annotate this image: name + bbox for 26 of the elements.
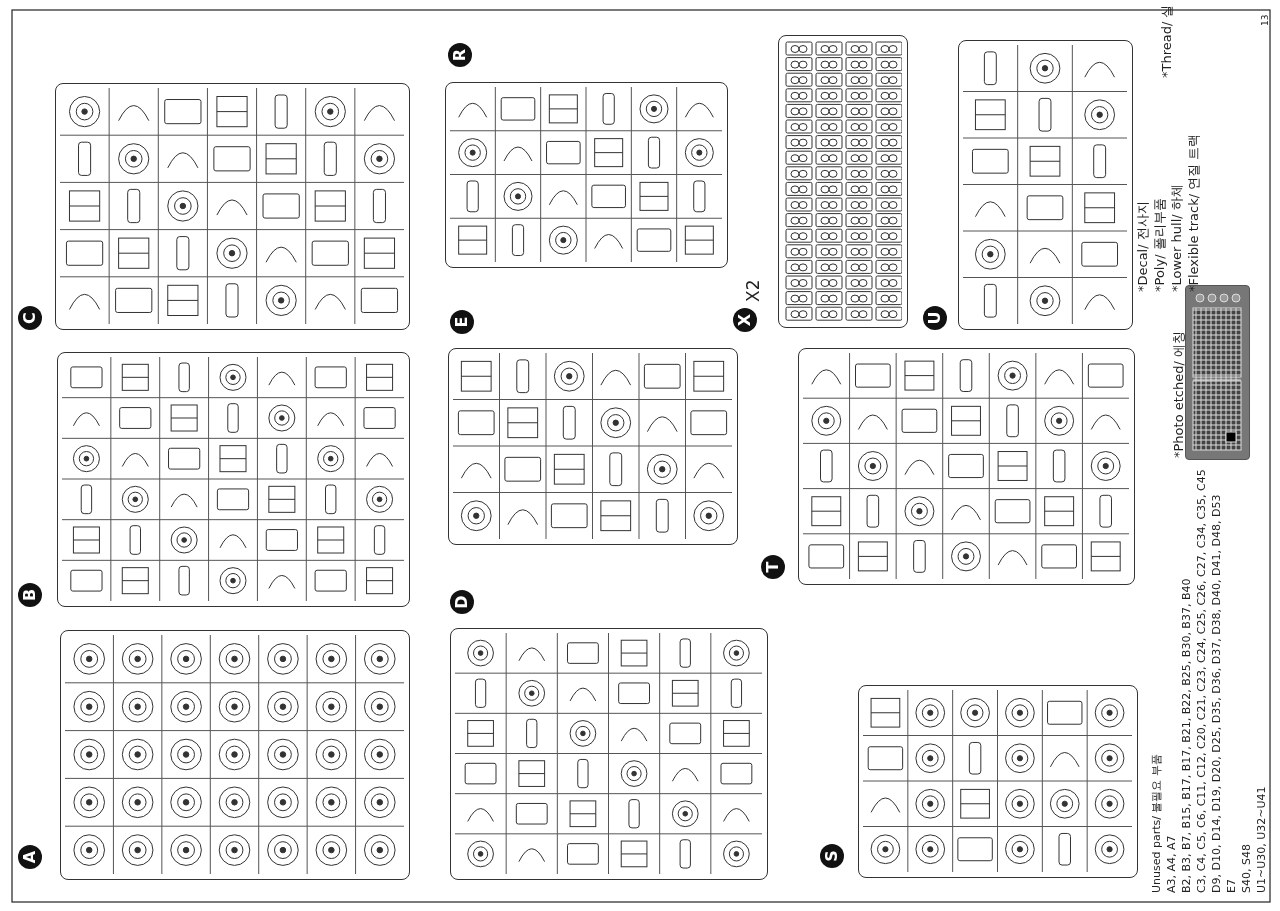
- unused-parts-list: U1~U30, U32~U41: [1255, 786, 1269, 893]
- unused-parts-heading: Unused parts/ 불필요 부품: [1150, 754, 1164, 893]
- part-note: *Poly/ 폴리부품: [1153, 198, 1167, 292]
- unused-parts-list: C3, C4, C5, C6, C11, C12, C20, C21, C23, C24, C25, C26, C27, C34, C35, C45: [1195, 469, 1209, 893]
- unused-parts-list: E7: [1225, 879, 1239, 893]
- part-note: *Flexible track/ 연질 트랙: [1187, 133, 1201, 292]
- sprue-letter: S: [820, 844, 844, 868]
- page-number: 13: [1259, 14, 1271, 26]
- sprue-letter: E: [450, 310, 474, 334]
- sprue-letter: B: [18, 583, 42, 607]
- quantity-note: X2: [746, 279, 760, 302]
- sprue-letter: A: [18, 845, 42, 869]
- sprue-letter: R: [448, 43, 472, 67]
- unused-parts-list: S40, S48: [1240, 844, 1254, 893]
- sprue-letter: X: [733, 308, 757, 332]
- part-note: *Decal/ 전사지: [1136, 201, 1150, 292]
- unused-parts-list: D9, D10, D14, D19, D20, D25, D35, D36, D37, D38, D40, D41, D48, D53: [1210, 494, 1224, 893]
- sprue-letter: D: [450, 590, 474, 614]
- unused-parts-list: A3, A4, A7: [1165, 835, 1179, 893]
- part-note: *Lower hull/ 하체: [1170, 184, 1184, 292]
- sprue-letter: C: [18, 306, 42, 330]
- sprue-letter: U: [923, 306, 947, 330]
- part-note: *Photo etched/ 에칭: [1172, 331, 1186, 458]
- part-note: *Thread/ 실: [1160, 4, 1174, 78]
- unused-parts-list: B2, B3, B7, B15, B17, B17, B21, B22, B25, B30, B37, B40: [1180, 578, 1194, 893]
- sprue-letter: T: [761, 555, 785, 579]
